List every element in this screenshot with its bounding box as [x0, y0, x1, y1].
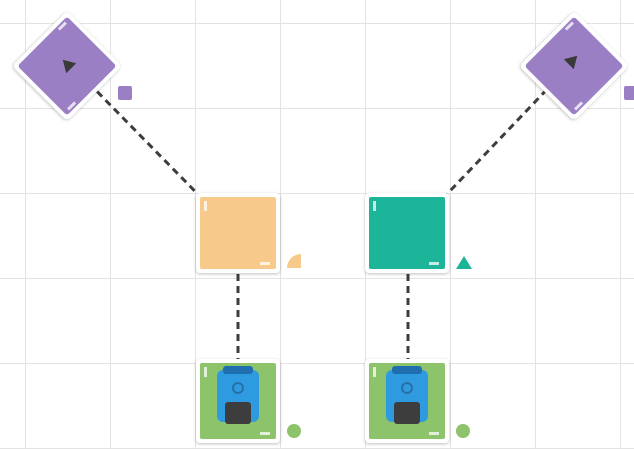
robot-icon: [217, 366, 259, 428]
robot-marker-left: [287, 424, 301, 438]
waypoint-tile-orange[interactable]: [196, 193, 280, 273]
waypoint-marker-orange: [287, 254, 301, 268]
robot-icon: [386, 366, 428, 428]
goal-marker-right: [624, 86, 634, 100]
goal-marker-left: [118, 86, 132, 100]
waypoint-marker-teal: [456, 256, 472, 269]
robot-marker-right: [456, 424, 470, 438]
waypoint-tile-teal[interactable]: [365, 193, 449, 273]
